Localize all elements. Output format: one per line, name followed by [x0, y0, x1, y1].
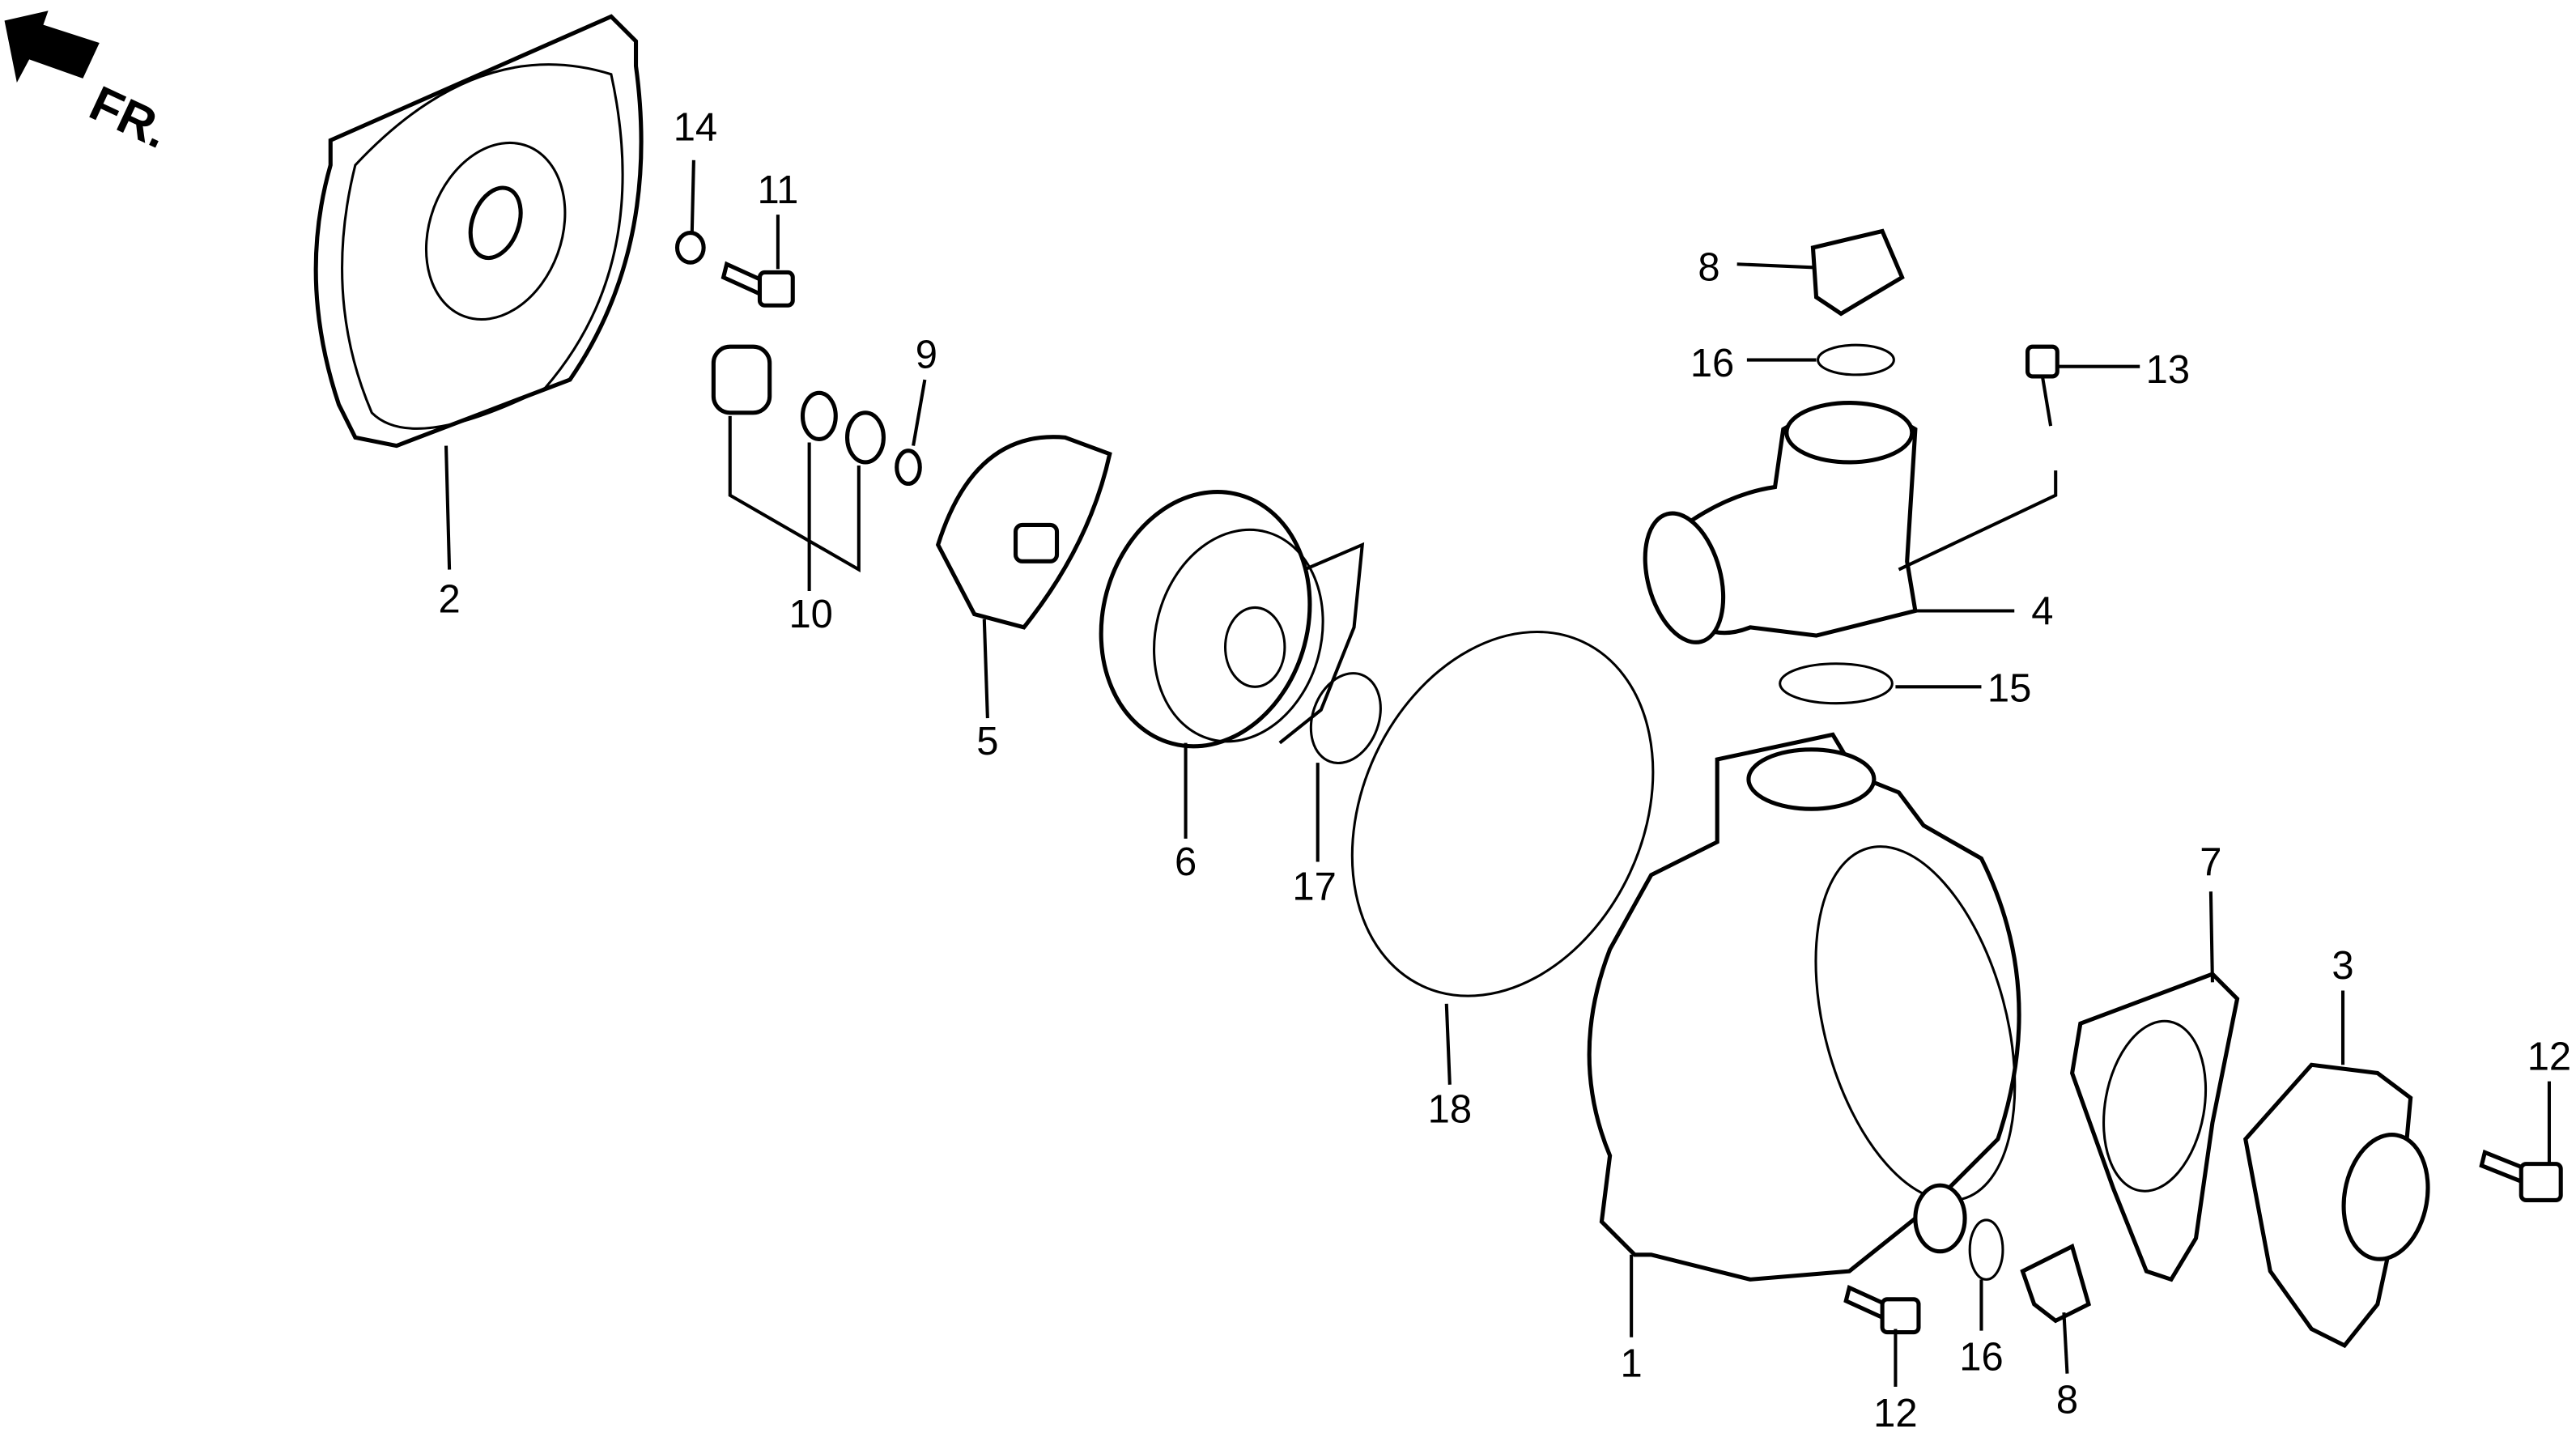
callout-8-top: 8: [1698, 246, 1719, 290]
callout-13: 13: [2146, 348, 2190, 392]
part-3-inlet-cover: [2242, 990, 2430, 1349]
callout-18: 18: [1428, 1088, 1472, 1132]
callout-6: 6: [1175, 840, 1197, 884]
front-direction-indicator: FR.: [4, 11, 177, 159]
part-2-cover-plate: [313, 14, 644, 570]
callout-15: 15: [1987, 667, 2031, 711]
callout-4: 4: [2031, 589, 2053, 633]
part-4-outlet-elbow-group: [1643, 228, 2140, 705]
front-label: FR.: [82, 75, 177, 159]
small-hardware: [674, 159, 927, 592]
callout-11: 11: [757, 168, 798, 212]
part-5-impeller-casing-plate: [935, 435, 1112, 719]
callout-2: 2: [438, 578, 460, 622]
callout-9: 9: [916, 334, 937, 377]
part-1-pump-casing: [1587, 732, 2021, 1337]
callout-7: 7: [2200, 840, 2221, 884]
callout-10: 10: [789, 593, 832, 636]
callout-12-bottom: 12: [1873, 1392, 1917, 1433]
callout-16-top: 16: [1690, 342, 1734, 385]
part-7-gasket: [2069, 891, 2240, 1282]
callout-8-bottom: 8: [2056, 1379, 2078, 1422]
callout-3: 3: [2332, 944, 2353, 988]
callout-labels: 1 2 3 4 5 6 7 8 8 9 10 11 12 12 13 14 15…: [438, 105, 2571, 1433]
callout-1: 1: [1621, 1342, 1643, 1386]
part-12-bolt-right: [2479, 1081, 2563, 1203]
front-arrow-icon: [4, 11, 100, 83]
callout-12-right: 12: [2527, 1035, 2571, 1078]
drain-hardware: [1843, 1218, 2092, 1387]
callout-14: 14: [674, 105, 717, 149]
o-rings: [1309, 630, 1655, 1085]
part-6-impeller: [1099, 490, 1365, 839]
callout-17: 17: [1292, 865, 1336, 908]
callout-5: 5: [976, 720, 998, 763]
callout-16-bottom: 16: [1959, 1336, 2003, 1380]
